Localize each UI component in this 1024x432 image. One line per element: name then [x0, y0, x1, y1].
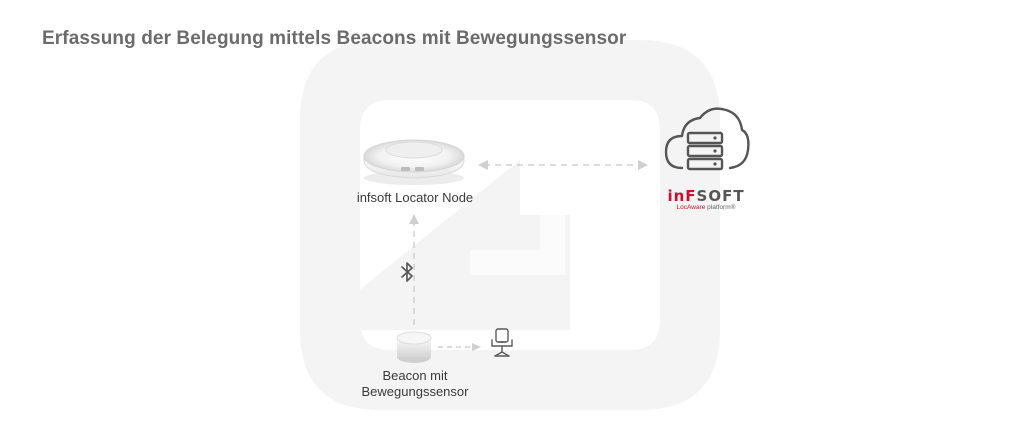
beacon-label-line1: Beacon mit — [382, 368, 448, 383]
beacon-node-connector — [409, 214, 419, 325]
office-chair-icon — [491, 328, 513, 357]
watermark-logo — [300, 40, 720, 410]
brand-name-red: inF — [667, 187, 697, 205]
beacon-label: Beacon mit Bewegungssensor — [330, 368, 500, 400]
brand-name: inFSOFT — [665, 188, 747, 204]
brand-tagline: LocAware platform® — [665, 204, 747, 212]
locator-node-device — [363, 139, 465, 185]
infsoft-logo: inFSOFT LocAware platform® — [665, 188, 747, 212]
beacon-chair-connector — [438, 343, 481, 351]
brand-name-grey: SOFT — [696, 187, 745, 205]
brand-tagline-grey: platform® — [707, 204, 736, 211]
locator-node-label: infsoft Locator Node — [356, 190, 474, 205]
node-cloud-connector — [478, 160, 648, 170]
beacon-label-line2: Bewegungssensor — [361, 384, 469, 399]
cloud-server-icon — [664, 107, 750, 171]
beacon-device — [396, 331, 432, 363]
page-title: Erfassung der Belegung mittels Beacons m… — [42, 28, 627, 49]
brand-tagline-red: LocAware — [676, 204, 706, 211]
bluetooth-icon — [401, 262, 413, 282]
